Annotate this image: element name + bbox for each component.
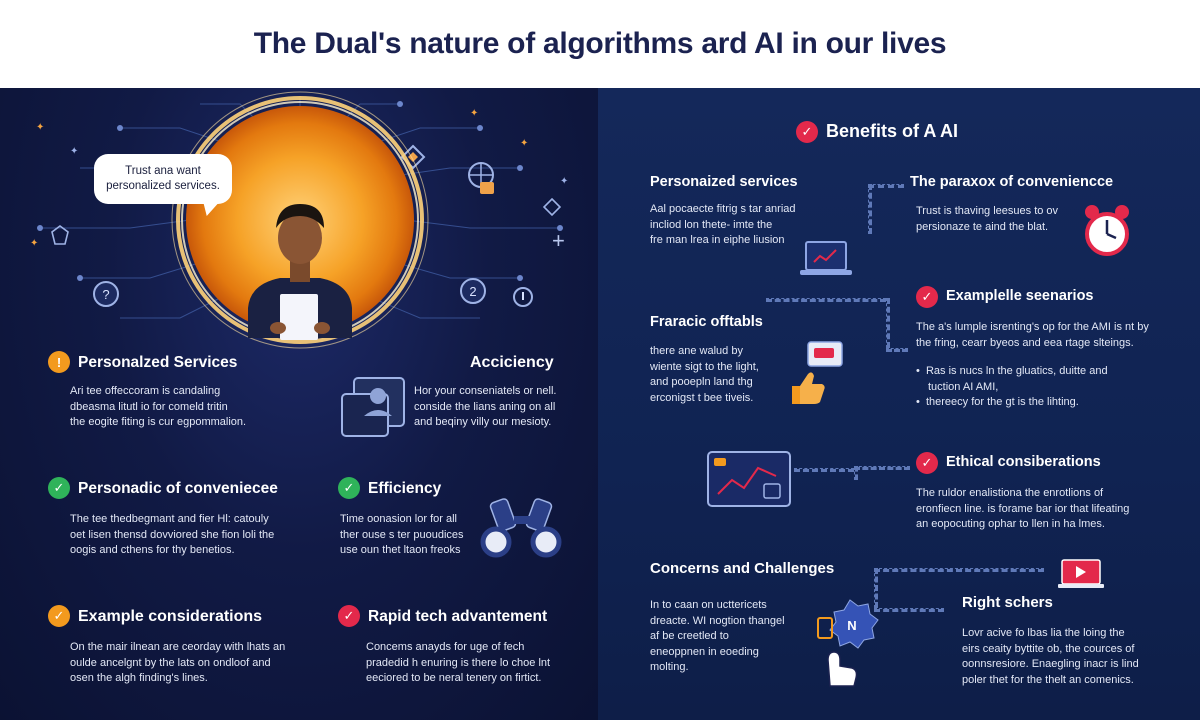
thumb-icon: [480, 182, 494, 194]
list-item: • Ras is nucs ln the gluatics, duitte an…: [916, 365, 1108, 377]
connector-line: [874, 608, 944, 612]
connector-line: [886, 298, 890, 348]
sparkle-icon: ✦: [560, 176, 569, 187]
alarm-clock-icon: [1085, 205, 1129, 256]
check-badge-icon: ✓: [796, 121, 818, 143]
check-badge-icon: ✓: [48, 605, 70, 627]
section-text: In to caan on ucttericets dreacte. WI no…: [650, 599, 785, 673]
alert-badge-icon: !: [48, 351, 70, 373]
section-text: Trust is thaving leesues to ov persionaz…: [916, 205, 1059, 233]
touch-gear-icon: N: [817, 599, 879, 687]
connector-line: [868, 184, 872, 234]
svg-text:?: ?: [102, 287, 109, 302]
section-text: Aal pocaecte fitrig s tar anriad incliod…: [650, 203, 796, 246]
connector-line: [868, 184, 904, 188]
svg-text:2: 2: [469, 284, 476, 299]
thumbs-up-icon: [792, 341, 843, 404]
section-title: Ethical consiberations: [946, 454, 1101, 470]
section-text: On the mair ilnean are ceorday with lhat…: [70, 641, 286, 684]
connector-line: [854, 466, 910, 470]
person-illustration: [171, 91, 429, 349]
bubble-text: Trust ana want: [125, 165, 201, 177]
bullet-list: • Ras is nucs ln the gluatics, duitte an…: [916, 364, 1192, 411]
diamond-icon: [543, 198, 561, 216]
connector-line: [886, 348, 908, 352]
profile-card-icon: [341, 377, 405, 437]
chart-tablet-icon: [707, 451, 791, 507]
section-text: The a's lumple isrenting's op for the AM…: [916, 321, 1149, 349]
section-text: Time oonasion lor for all ther ouse s te…: [340, 513, 464, 556]
right-panel: ✓ Benefits of A AI Personaized services …: [598, 88, 1200, 720]
speech-bubble: Trust ana want personalized services.: [94, 154, 232, 204]
sparkle-icon: ✦: [36, 122, 45, 133]
plus-icon: +: [552, 228, 565, 253]
info-icon: ?: [93, 281, 119, 307]
section-title: Acciciency: [470, 354, 554, 371]
section-text: The ruldor enalistiona the enrotlions of…: [916, 487, 1130, 530]
section-title: Concerns and Challenges: [650, 560, 835, 577]
left-panel: ✦ ✦ ✦ ✦ ✦ ✦ + ? 2: [0, 88, 598, 720]
section-title: Rapid tech advantement: [368, 608, 548, 625]
settings-icon: 2: [460, 278, 486, 304]
section-text: Ari tee offeccoram is candaling dbeasma …: [70, 385, 247, 428]
section-title: Examplelle seenarios: [946, 288, 1094, 304]
section-title: Example considerations: [78, 608, 263, 625]
section-text: Concems anayds for uge of fech pradedid …: [366, 641, 551, 684]
section-title: Personaized services: [650, 174, 798, 190]
binoculars-icon: [480, 498, 562, 558]
section-title: Fraracic offtabls: [650, 314, 763, 330]
connector-line: [766, 298, 886, 302]
list-item: tuction AI AMI,: [928, 380, 999, 393]
info-icon: [513, 287, 533, 307]
list-item: • thereecy for the gt is the lihting.: [916, 396, 1079, 408]
title-bar: The Dual's nature of algorithms ard AI i…: [0, 0, 1200, 88]
section-text: Hor your conseniatels or nell. conside t…: [414, 385, 557, 428]
sparkle-icon: ✦: [70, 146, 79, 157]
bubble-text: personalized services.: [106, 180, 220, 192]
section-text: The tee thedbegmant and fier Hl: catouly…: [70, 513, 275, 556]
page-title: The Dual's nature of algorithms ard AI i…: [253, 27, 947, 60]
shield-icon: [51, 225, 69, 245]
laptop-play-icon: [1058, 559, 1104, 588]
sparkle-icon: ✦: [520, 138, 529, 149]
section-title: Right schers: [962, 594, 1053, 611]
connector-line: [854, 466, 858, 480]
sparkle-icon: ✦: [470, 108, 479, 119]
section-title: Efficiency: [368, 480, 442, 497]
check-badge-icon: ✓: [48, 477, 70, 499]
section-title: Personadic of conveniecee: [78, 480, 278, 497]
svg-text:N: N: [847, 618, 856, 633]
benefits-title: Benefits of A AI: [826, 121, 959, 141]
connector-line: [874, 568, 1044, 572]
connector-line: [794, 468, 854, 472]
section-title: The paraxox of conveniencce: [910, 174, 1114, 190]
section-text: there ane walud by wiente sigt to the li…: [650, 345, 759, 404]
check-badge-icon: ✓: [916, 452, 938, 474]
section-title: Personalzed Services: [78, 354, 238, 371]
check-badge-icon: ✓: [338, 605, 360, 627]
check-badge-icon: ✓: [916, 286, 938, 308]
sparkle-icon: ✦: [30, 238, 39, 249]
section-text: Lovr acive fo lbas lia the loing the eir…: [962, 627, 1139, 686]
laptop-icon: [800, 241, 852, 275]
check-badge-icon: ✓: [338, 477, 360, 499]
